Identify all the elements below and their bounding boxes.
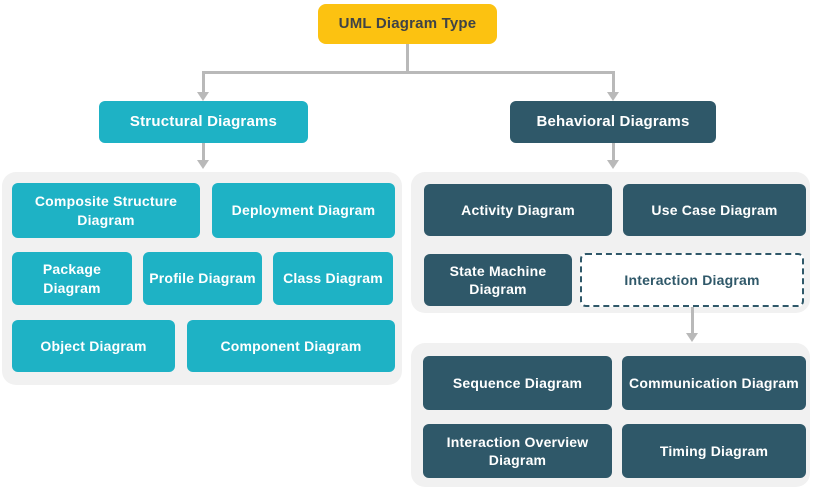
connector-structural-group <box>202 143 205 161</box>
node-activity-diagram: Activity Diagram <box>424 184 612 236</box>
node-class-diagram: Class Diagram <box>273 252 393 305</box>
connector-branch-bar <box>202 71 615 74</box>
node-structural-diagrams: Structural Diagrams <box>99 101 308 143</box>
node-behavioral-diagrams: Behavioral Diagrams <box>510 101 716 143</box>
connector-structural-drop <box>202 71 205 93</box>
node-package-diagram: Package Diagram <box>12 252 132 305</box>
node-profile-diagram: Profile Diagram <box>143 252 262 305</box>
arrowhead-structural <box>197 92 209 101</box>
node-use-case-diagram: Use Case Diagram <box>623 184 806 236</box>
node-interaction-diagram: Interaction Diagram <box>580 253 804 307</box>
node-deployment-diagram: Deployment Diagram <box>212 183 395 238</box>
node-sequence-diagram: Sequence Diagram <box>423 356 612 410</box>
arrowhead-structural-group <box>197 160 209 169</box>
arrowhead-interaction-group <box>686 333 698 342</box>
node-interaction-overview-diagram: Interaction Overview Diagram <box>423 424 612 478</box>
connector-behavioral-drop <box>612 71 615 93</box>
node-object-diagram: Object Diagram <box>12 320 175 372</box>
node-composite-structure-diagram: Composite Structure Diagram <box>12 183 200 238</box>
connector-root-stub <box>406 44 409 73</box>
node-timing-diagram: Timing Diagram <box>622 424 806 478</box>
node-component-diagram: Component Diagram <box>187 320 395 372</box>
connector-behavioral-group <box>612 143 615 161</box>
node-communication-diagram: Communication Diagram <box>622 356 806 410</box>
node-state-machine-diagram: State Machine Diagram <box>424 254 572 306</box>
arrowhead-behavioral-group <box>607 160 619 169</box>
node-uml-diagram-type: UML Diagram Type <box>318 4 497 44</box>
arrowhead-behavioral <box>607 92 619 101</box>
connector-interaction-group <box>691 307 694 334</box>
